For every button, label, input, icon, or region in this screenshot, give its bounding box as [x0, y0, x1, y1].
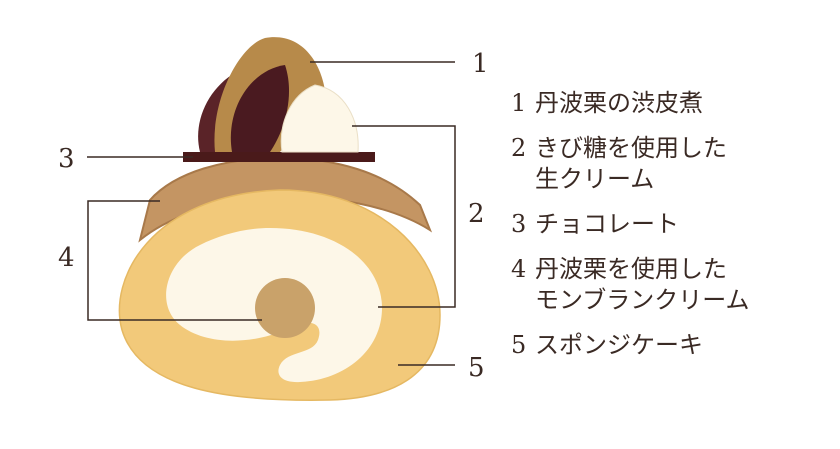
- legend-item-3: 3 チョコレート: [511, 209, 831, 240]
- legend-text: 丹波栗を使用した モンブランクリーム: [535, 254, 831, 316]
- legend-text: チョコレート: [535, 209, 831, 240]
- callout-number-4: 4: [58, 243, 75, 273]
- legend-number: 4: [511, 255, 527, 283]
- legend-item-2: 2 きび糖を使用した 生クリーム: [511, 133, 831, 195]
- legend-line: 丹波栗を使用した: [535, 255, 727, 283]
- legend-number: 1: [511, 89, 527, 117]
- legend-text: 丹波栗の渋皮煮: [535, 88, 831, 119]
- legend: 1 丹波栗の渋皮煮 2 きび糖を使用した 生クリーム 3 チョコレート 4 丹波…: [511, 88, 831, 375]
- legend-line: スポンジケーキ: [535, 331, 703, 359]
- cream-dollop: [280, 84, 359, 153]
- callout-line-4: [87, 200, 262, 321]
- legend-line: きび糖を使用した: [535, 134, 727, 162]
- legend-line: モンブランクリーム: [535, 286, 750, 314]
- legend-item-5: 5 スポンジケーキ: [511, 330, 831, 361]
- legend-number: 2: [511, 134, 527, 162]
- legend-item-4: 4 丹波栗を使用した モンブランクリーム: [511, 254, 831, 316]
- callout-number-3: 3: [58, 144, 75, 174]
- legend-text: きび糖を使用した 生クリーム: [535, 133, 831, 195]
- chestnut-dark-front: [230, 65, 290, 152]
- legend-text: スポンジケーキ: [535, 330, 831, 361]
- chocolate-plate: [183, 152, 375, 162]
- callout-number-5: 5: [468, 353, 485, 383]
- legend-number: 5: [511, 331, 527, 359]
- legend-number: 3: [511, 210, 527, 238]
- legend-item-1: 1 丹波栗の渋皮煮: [511, 88, 831, 119]
- callout-line-2: [352, 125, 456, 308]
- legend-line: チョコレート: [535, 210, 679, 238]
- callout-number-1: 1: [472, 49, 489, 79]
- legend-line: 丹波栗の渋皮煮: [535, 89, 703, 117]
- montblanc-center: [255, 278, 315, 338]
- legend-line: 生クリーム: [535, 165, 655, 193]
- callout-number-2: 2: [468, 199, 485, 229]
